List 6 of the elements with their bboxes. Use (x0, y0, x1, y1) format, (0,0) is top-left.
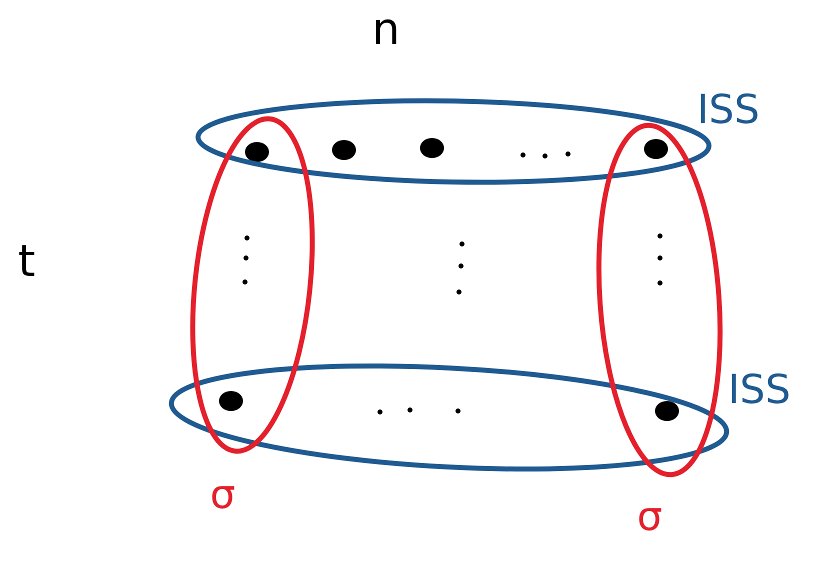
set-label: σ (210, 475, 236, 515)
axis-label: t (18, 240, 36, 284)
axis-label: n (372, 8, 400, 52)
set-label: ISS (728, 370, 791, 410)
set-label: σ (637, 497, 662, 537)
set-label: ISS (697, 90, 760, 130)
